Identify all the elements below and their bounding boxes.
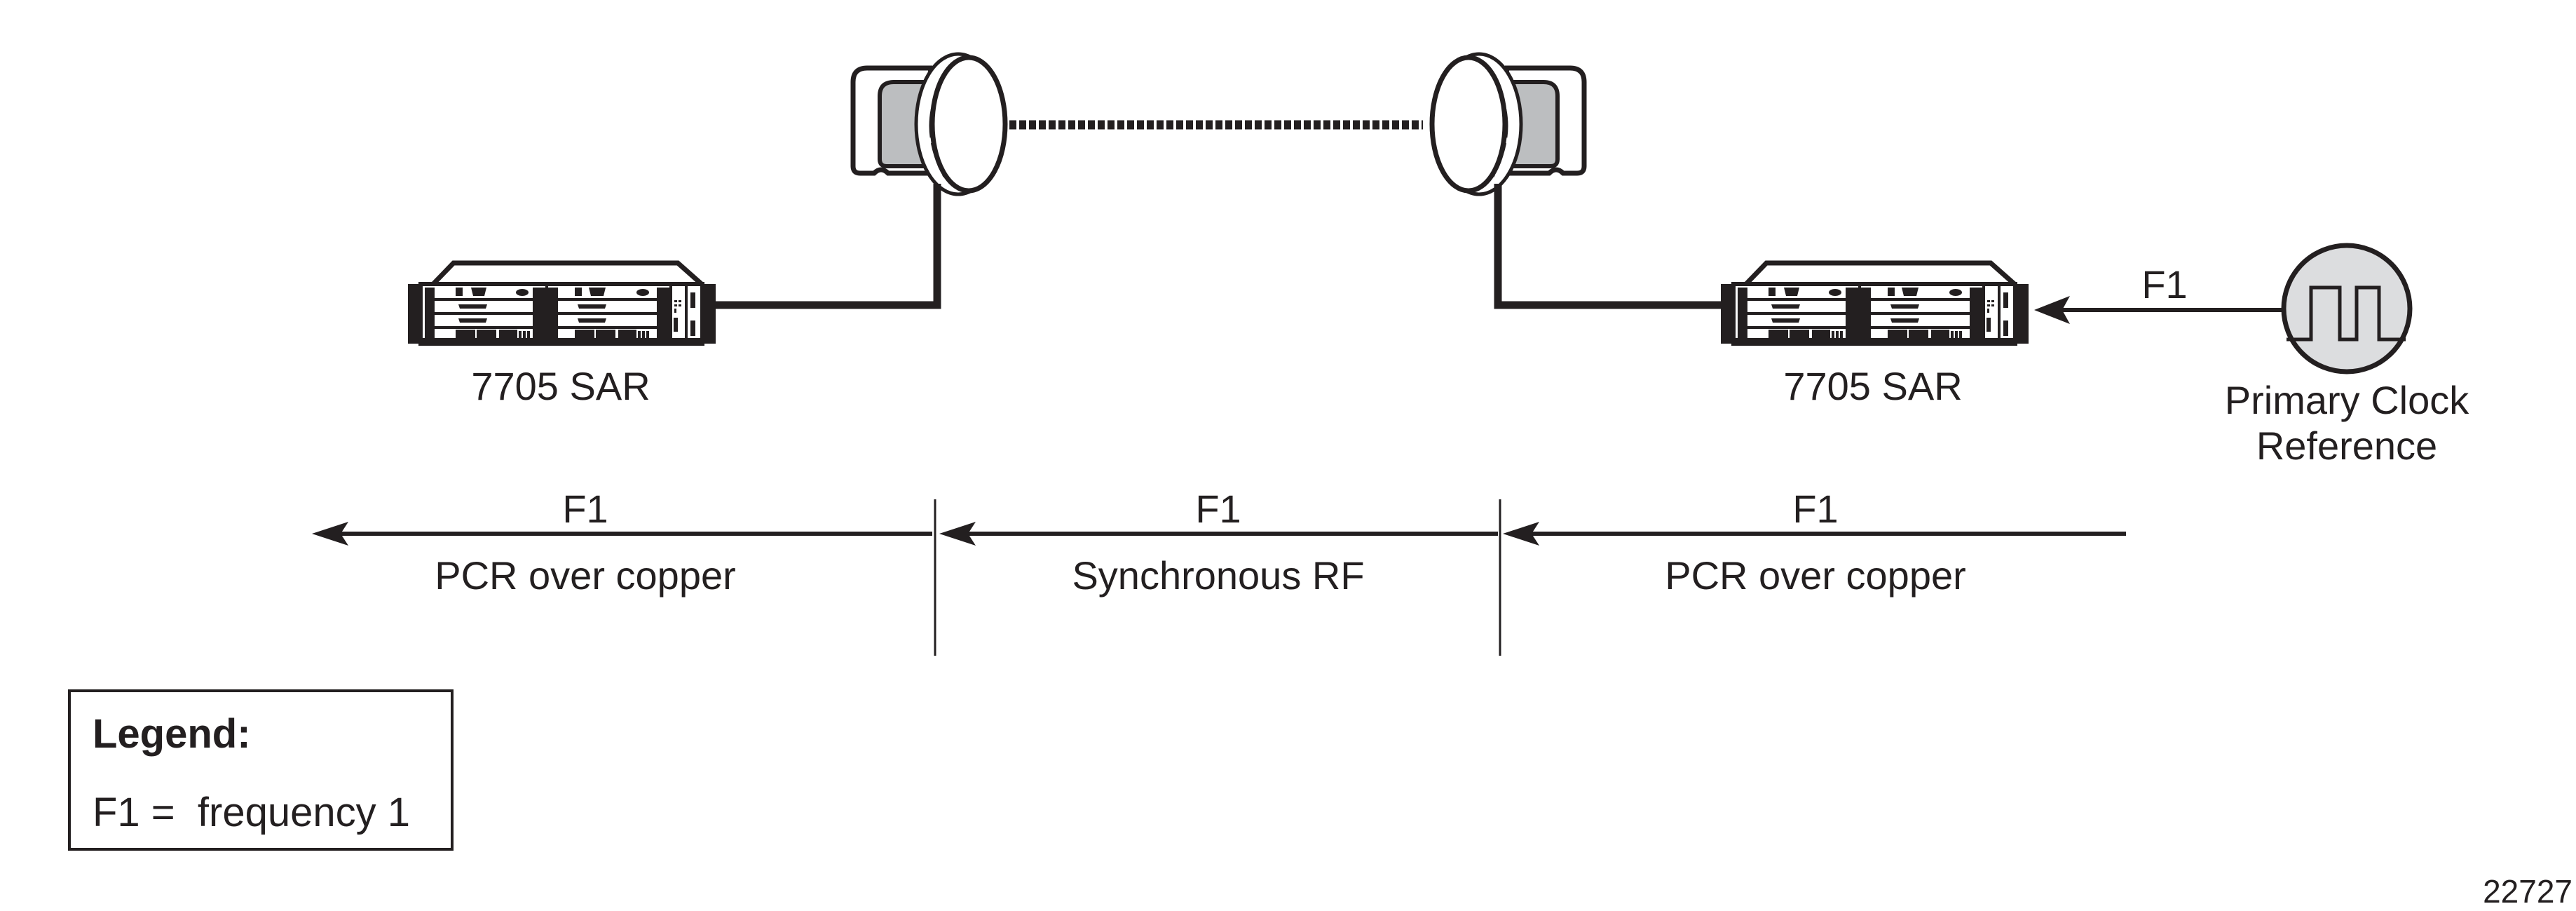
segment-arrow	[312, 522, 932, 546]
segment-freq-label: F1	[1195, 487, 1241, 531]
left-router-label: 7705 SAR	[471, 364, 650, 408]
clock-link-label: F1	[2141, 262, 2187, 306]
left-antenna-microwave-dish-icon	[853, 54, 1005, 194]
segment-arrow	[939, 522, 1498, 546]
clock-label-line1: Primary Clock	[2225, 378, 2469, 422]
segment-medium-label: PCR over copper	[435, 553, 736, 598]
right-router-label: 7705 SAR	[1783, 364, 1962, 408]
segment-medium-label: Synchronous RF	[1072, 553, 1364, 598]
right-router-antenna-cable	[1494, 184, 1724, 309]
right-router-chassis-icon	[1721, 263, 2029, 344]
legend-box: Legend: F1 = frequency 1	[68, 689, 454, 851]
segment-freq-label: F1	[562, 487, 608, 531]
segment-freq-label: F1	[1792, 487, 1838, 531]
legend-title: Legend:	[93, 711, 251, 757]
segment-medium-label: PCR over copper	[1665, 553, 1966, 598]
figure-id: 22727	[2483, 873, 2572, 910]
left-router-chassis-icon	[408, 263, 716, 344]
segment-arrow	[1503, 522, 2126, 546]
clock-label-line2: Reference	[2256, 424, 2437, 468]
legend-entry: F1 = frequency 1	[93, 790, 410, 835]
right-antenna-microwave-dish-icon	[1432, 54, 1584, 194]
clock-to-router-arrow	[2034, 296, 2284, 324]
left-router-antenna-cable	[704, 184, 941, 309]
primary-clock-square-wave-clock-icon	[2281, 243, 2413, 374]
